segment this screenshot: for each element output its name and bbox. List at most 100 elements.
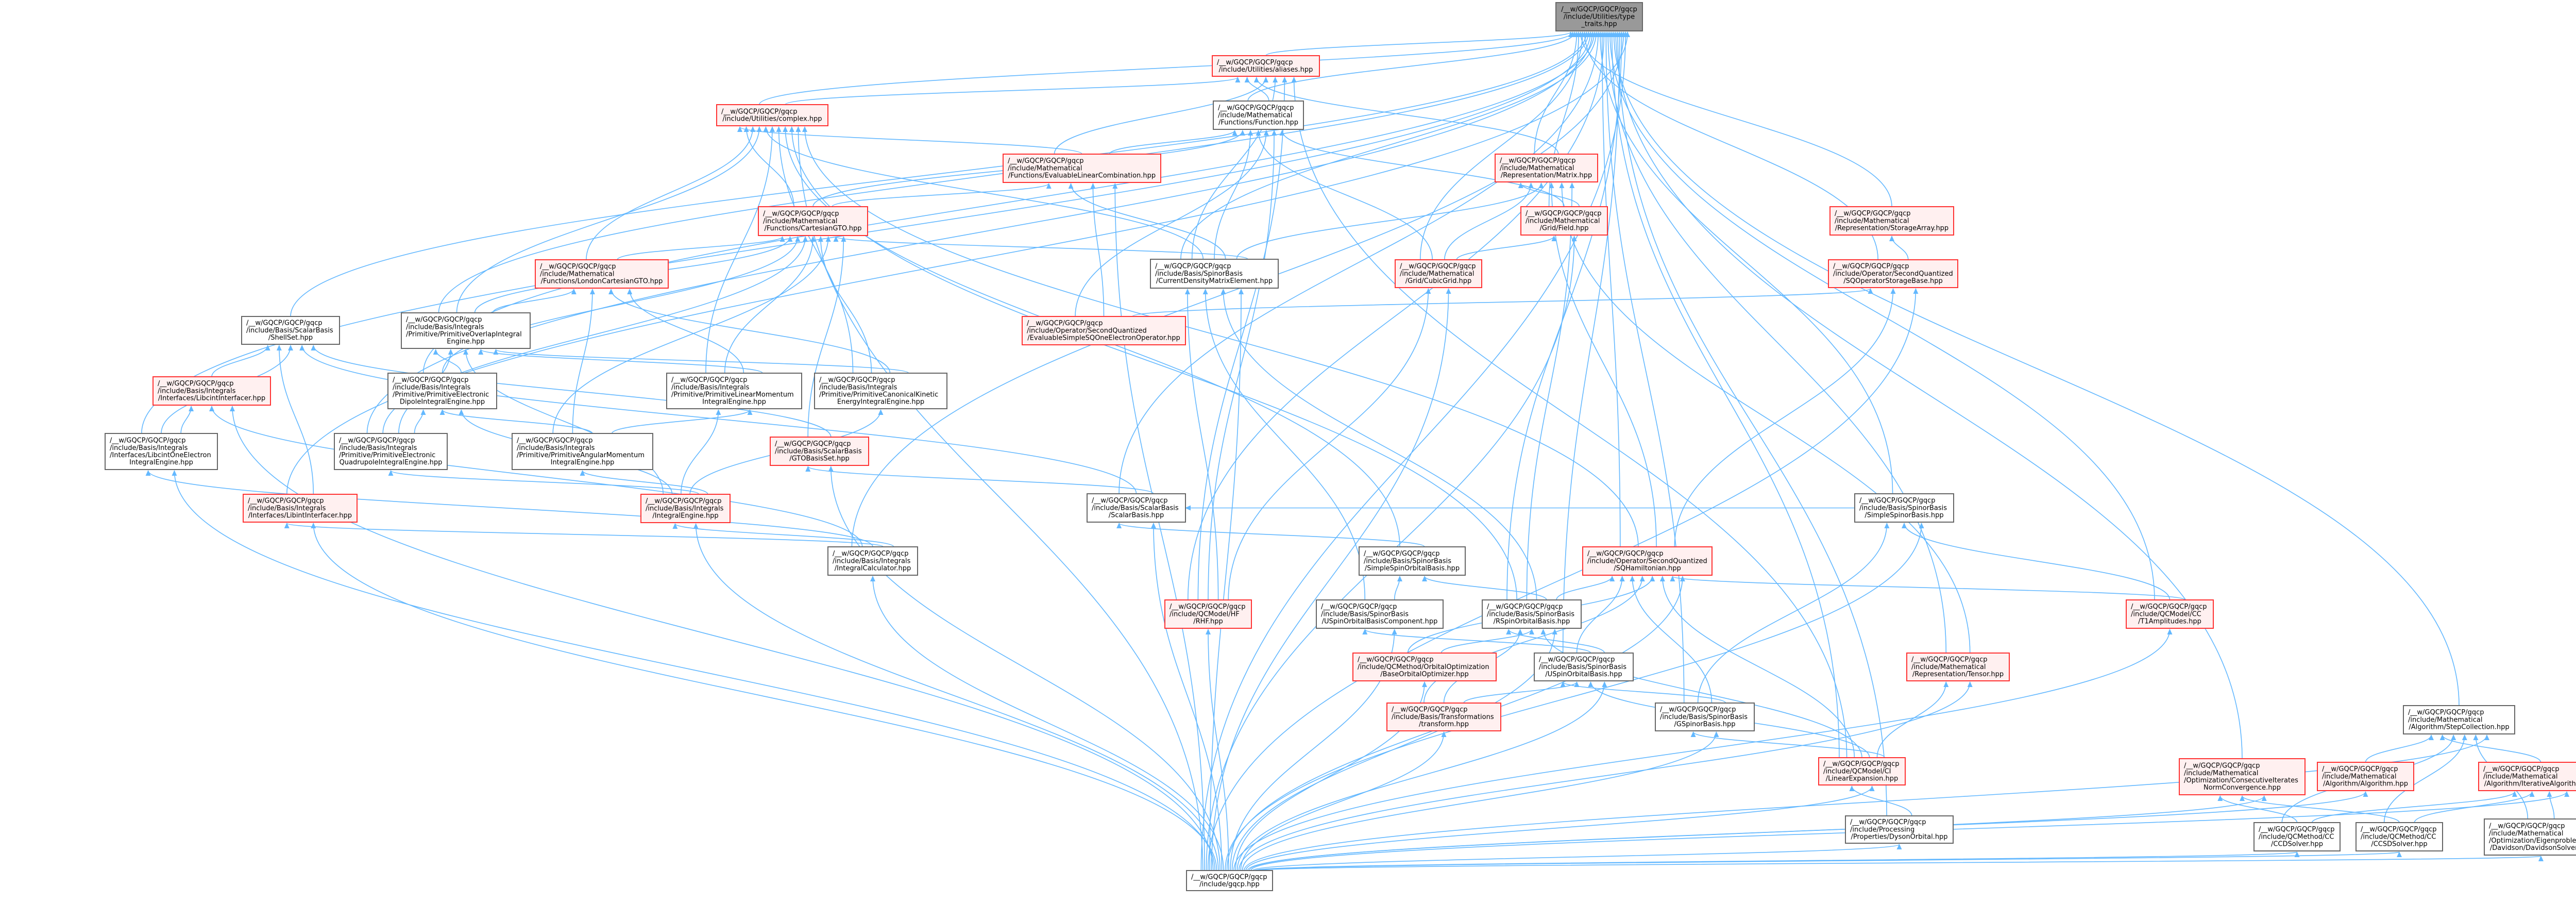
node-function[interactable]: /__w/GQCP/GQCP/gqcp/include/Mathematical…: [1213, 101, 1304, 130]
node-libcint-one-engine[interactable]: /__w/GQCP/GQCP/gqcp/include/Basis/Integr…: [105, 433, 218, 470]
edge-current_density-to-elc: [1068, 183, 1226, 260]
node-step-collection[interactable]: /__w/GQCP/GQCP/gqcp/include/Mathematical…: [2403, 705, 2515, 734]
node-label-line: /__w/GQCP/GQCP/gqcp: [646, 497, 722, 505]
edge-rhf-to-function: [1208, 130, 1277, 600]
node-label-line: /Functions/EvaluableLinearCombination.hp…: [1008, 172, 1156, 180]
node-label-line: /include/Mathematical: [1218, 111, 1292, 119]
node-label-line: /include/Mathematical: [2483, 773, 2557, 780]
node-simple-spinor-basis[interactable]: /__w/GQCP/GQCP/gqcp/include/Basis/Spinor…: [1854, 493, 1954, 523]
node-label-line: /include/Basis/Integrals: [646, 505, 724, 512]
node-shellset[interactable]: /__w/GQCP/GQCP/gqcp/include/Basis/Scalar…: [241, 316, 340, 345]
node-cartesian-gto[interactable]: /__w/GQCP/GQCP/gqcp/include/Mathematical…: [758, 206, 868, 236]
node-label-line: /Primitive/PrimitiveElectronic: [339, 452, 435, 459]
node-scalar-basis[interactable]: /__w/GQCP/GQCP/gqcp/include/Basis/Scalar…: [1087, 493, 1186, 523]
edge-uso_basis-to-type_traits: [1562, 31, 1622, 654]
node-t1-amplitudes[interactable]: /__w/GQCP/GQCP/gqcp/include/QCModel/CC/T…: [2126, 599, 2214, 629]
node-dipole-engine[interactable]: /__w/GQCP/GQCP/gqcp/include/Basis/Integr…: [387, 373, 497, 409]
edge-rso_basis-to-sq_hamiltonian: [1556, 576, 1615, 600]
node-gqcp[interactable]: /__w/GQCP/GQCP/gqcp/include/gqcp.hpp: [1186, 870, 1273, 891]
node-algorithm[interactable]: /__w/GQCP/GQCP/gqcp/include/Mathematical…: [2317, 762, 2414, 791]
node-uso-component[interactable]: /__w/GQCP/GQCP/gqcp/include/Basis/Spinor…: [1316, 599, 1444, 629]
node-dyson-orbital[interactable]: /__w/GQCP/GQCP/gqcp/include/Processing/P…: [1845, 815, 1954, 844]
edge-uso_component-to-simple_spinorbital_basis: [1394, 576, 1402, 600]
edge-gqcp-to-gto_basisset: [828, 466, 1221, 871]
node-label-line: /__w/GQCP/GQCP/gqcp: [763, 210, 839, 218]
node-angmom-engine[interactable]: /__w/GQCP/GQCP/gqcp/include/Basis/Integr…: [512, 433, 653, 470]
node-gspinor-basis[interactable]: /__w/GQCP/GQCP/gqcp/include/Basis/Spinor…: [1655, 703, 1755, 731]
node-field[interactable]: /__w/GQCP/GQCP/gqcp/include/Mathematical…: [1520, 206, 1608, 236]
edge-davidson_solver-to-iterative_algorithm: [2547, 791, 2555, 820]
node-quadrupole-engine[interactable]: /__w/GQCP/GQCP/gqcp/include/Basis/Integr…: [334, 433, 448, 470]
node-simple-spinorbital-basis[interactable]: /__w/GQCP/GQCP/gqcp/include/Basis/Spinor…: [1359, 546, 1466, 576]
edge-function-to-aliases: [1244, 77, 1269, 102]
node-label-line: /include/Mathematical: [1400, 270, 1474, 278]
edge-gqcp-to-simple_spinor_basis: [1225, 523, 1924, 871]
edge-libint_interfacer-to-shellset: [276, 345, 314, 495]
node-label-line: /CCSDSolver.hpp: [2371, 841, 2427, 848]
node-box: [1655, 703, 1755, 731]
node-label-line: EnergyIntegralEngine.hpp: [837, 398, 924, 406]
node-libint-interfacer[interactable]: /__w/GQCP/GQCP/gqcp/include/Basis/Integr…: [243, 494, 358, 523]
edge-integral_engine-to-angmom_engine: [580, 470, 708, 495]
node-gto-basisset[interactable]: /__w/GQCP/GQCP/gqcp/include/Basis/Scalar…: [770, 437, 869, 466]
node-box: [2126, 599, 2214, 629]
node-elc[interactable]: /__w/GQCP/GQCP/gqcp/include/Mathematical…: [1003, 154, 1161, 183]
edge-t1_amplitudes-to-type_traits: [1607, 31, 2155, 600]
node-box: [243, 494, 358, 523]
node-label-line: /include/Basis/SpinorBasis: [1364, 557, 1451, 565]
node-label-line: /USpinOrbitalBasisComponent.hpp: [1322, 618, 1438, 626]
node-box: [2253, 822, 2341, 851]
node-linear-expansion[interactable]: /__w/GQCP/GQCP/gqcp/include/QCModel/CI/L…: [1818, 757, 1906, 785]
node-label-line: /include/Basis/Integrals: [110, 444, 188, 452]
node-sq-hamiltonian[interactable]: /__w/GQCP/GQCP/gqcp/include/Operator/Sec…: [1582, 546, 1713, 576]
node-integral-calculator[interactable]: /__w/GQCP/GQCP/gqcp/include/Basis/Integr…: [827, 546, 918, 576]
node-kinetic-engine[interactable]: /__w/GQCP/GQCP/gqcp/include/Basis/Integr…: [814, 373, 947, 409]
node-label-line: /include/Mathematical: [1911, 663, 1986, 671]
node-aliases[interactable]: /__w/GQCP/GQCP/gqcp/include/Utilities/al…: [1212, 55, 1320, 77]
node-london-gto[interactable]: /__w/GQCP/GQCP/gqcp/include/Mathematical…: [535, 259, 669, 289]
node-sq-storage-base[interactable]: /__w/GQCP/GQCP/gqcp/include/Operator/Sec…: [1828, 259, 1958, 288]
node-ccsd-solver[interactable]: /__w/GQCP/GQCP/gqcp/include/QCMethod/CC/…: [2355, 822, 2443, 851]
node-eval-sq-one[interactable]: /__w/GQCP/GQCP/gqcp/include/Operator/Sec…: [1022, 316, 1186, 345]
edge-rso_basis-to-current_density: [1221, 289, 1537, 600]
node-label-line: /include/Mathematical: [763, 218, 837, 225]
node-tensor[interactable]: /__w/GQCP/GQCP/gqcp/include/Mathematical…: [1906, 653, 2010, 681]
node-box: [1845, 815, 1954, 844]
node-current-density[interactable]: /__w/GQCP/GQCP/gqcp/include/Basis/Spinor…: [1150, 259, 1279, 289]
edge-gto_basisset-to-shellset: [311, 345, 832, 438]
node-integral-engine[interactable]: /__w/GQCP/GQCP/gqcp/include/Basis/Integr…: [640, 494, 731, 523]
edge-kinetic_engine-to-cartesian_gto: [818, 236, 872, 374]
node-overlap-engine[interactable]: /__w/GQCP/GQCP/gqcp/include/Basis/Integr…: [401, 312, 531, 349]
node-rso-basis[interactable]: /__w/GQCP/GQCP/gqcp/include/Basis/Spinor…: [1482, 599, 1582, 629]
node-label-line: Engine.hpp: [447, 338, 484, 346]
node-label-line: /include/Basis/SpinorBasis: [1321, 610, 1409, 618]
node-transform[interactable]: /__w/GQCP/GQCP/gqcp/include/Basis/Transf…: [1386, 703, 1501, 731]
node-base-orbital-optimizer[interactable]: /__w/GQCP/GQCP/gqcp/include/QCMethod/Orb…: [1352, 653, 1497, 681]
node-davidson-solver[interactable]: /__w/GQCP/GQCP/gqcp/include/Mathematical…: [2484, 818, 2576, 856]
node-complex[interactable]: /__w/GQCP/GQCP/gqcp/include/Utilities/co…: [716, 104, 828, 126]
node-linmom-engine[interactable]: /__w/GQCP/GQCP/gqcp/include/Basis/Integr…: [666, 373, 802, 409]
node-label-line: /include/Operator/SecondQuantized: [1027, 327, 1147, 335]
node-storage-array[interactable]: /__w/GQCP/GQCP/gqcp/include/Mathematical…: [1829, 206, 1954, 236]
edge-simple_spinorbital_basis-to-scalar_basis: [1116, 523, 1425, 547]
node-label-line: /include/QCMethod/CC: [2259, 833, 2334, 841]
node-label-line: _traits.hpp: [1581, 21, 1617, 28]
node-cubic-grid[interactable]: /__w/GQCP/GQCP/gqcp/include/Mathematical…: [1395, 259, 1482, 288]
node-iterative-algorithm[interactable]: /__w/GQCP/GQCP/gqcp/include/Mathematical…: [2478, 762, 2576, 791]
edge-ccd_solver-to-iterative_algorithm: [2311, 791, 2517, 823]
edge-linear_expansion-to-gspinor_basis: [1690, 731, 1885, 758]
node-label-line: /__w/GQCP/GQCP/gqcp: [2489, 823, 2565, 830]
edge-t1_amplitudes-to-sq_hamiltonian: [1670, 576, 2185, 600]
edge-current_density-to-cartesian_gto: [833, 236, 1248, 260]
node-uso-basis[interactable]: /__w/GQCP/GQCP/gqcp/include/Basis/Spinor…: [1534, 653, 1634, 681]
node-ccd-solver[interactable]: /__w/GQCP/GQCP/gqcp/include/QCMethod/CC/…: [2253, 822, 2341, 851]
node-matrix[interactable]: /__w/GQCP/GQCP/gqcp/include/Mathematical…: [1495, 154, 1598, 182]
node-rhf[interactable]: /__w/GQCP/GQCP/gqcp/include/QCModel/HF/R…: [1164, 599, 1252, 629]
node-box: [1359, 546, 1466, 576]
node-label-line: /include/Mathematical: [2408, 716, 2482, 724]
node-consecutive-iterates[interactable]: /__w/GQCP/GQCP/gqcp/include/Mathematical…: [2179, 758, 2306, 795]
edge-uso_basis-to-sq_hamiltonian: [1576, 576, 1625, 654]
edge-field-to-function: [1279, 130, 1565, 207]
node-libcint-interfacer[interactable]: /__w/GQCP/GQCP/gqcp/include/Basis/Integr…: [152, 376, 271, 406]
node-label-line: /RHF.hpp: [1193, 618, 1223, 626]
